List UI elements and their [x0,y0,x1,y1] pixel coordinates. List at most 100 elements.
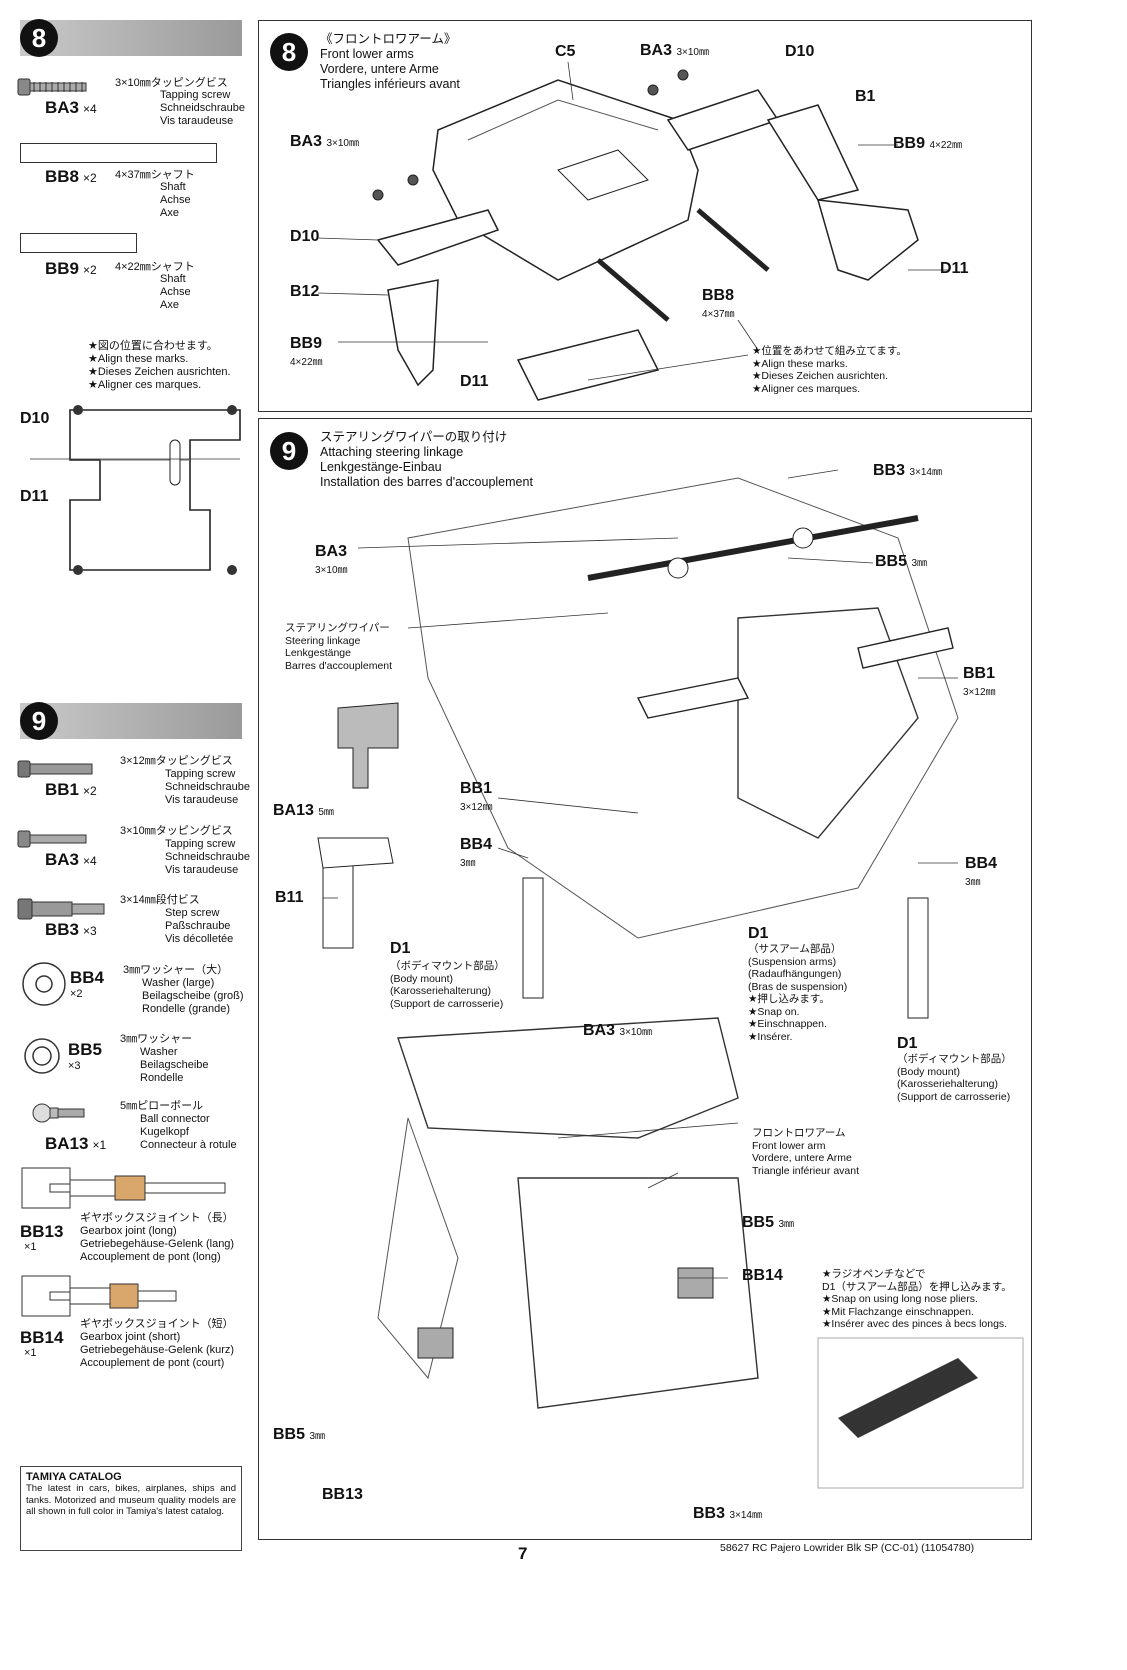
step9-number-badge: 9 [20,702,58,740]
label-d11: D11 [940,260,969,277]
label-bb14: BB14 [742,1267,783,1284]
label-c5: C5 [555,43,576,60]
washer-icon [24,1038,60,1074]
label-bb3: BB3 3×14㎜ [693,1505,762,1522]
part-desc-jp: 3㎜ワッシャー（大） [123,964,229,976]
part-code-bb9: BB9×2 [45,259,97,278]
part-code-bb8: BB8×2 [45,167,97,186]
part-desc-jp: ギヤボックスジョイント（短） [80,1318,234,1330]
part-code-bb3: BB3×3 [45,920,97,939]
gearbox-joint-short-icon [21,1275,177,1317]
label-bb3: BB3 3×14㎜ [873,462,942,479]
label-b1: B1 [855,88,876,105]
part-code-bb13: BB13 [20,1222,64,1241]
label-ba3: BA3 3×10㎜ [583,1022,652,1039]
steering-linkage-diagram [317,469,1024,1489]
align-note: ★位置をあわせて組み立てます。★Align these marks.★Diese… [752,345,907,395]
label-ba3: BA3 3×10㎜ [290,133,359,150]
part-qty: ×1 [24,1241,37,1253]
screw-icon [17,760,93,778]
part-desc-ml: Washer (large)Beilagscheibe (groß)Rondel… [142,977,244,1015]
screw-icon [17,78,87,96]
label-d1: D1 [390,940,411,957]
part-desc-jp: 4×37㎜シャフト [115,169,195,181]
label-bb5: BB5 3㎜ [742,1214,795,1231]
body-mount-note: （ボディマウント部品）(Body mount)(Karosseriehalter… [897,1053,1012,1103]
part-code-ba13: BA13×1 [45,1134,107,1153]
label-d11: D11 [460,373,489,390]
label-d1: D1 [748,925,769,942]
screw-icon [17,830,87,848]
part-desc-jp: 5㎜ピローボール [120,1100,204,1112]
body-mount-note: （ボディマウント部品）(Body mount)(Karosseriehalter… [390,960,505,1010]
step8-frame [258,20,1032,412]
front-lower-arms-diagram [317,61,948,401]
shaft-icon [20,233,137,253]
label-d10: D10 [785,43,815,60]
arm-detail-diagram [30,405,241,575]
label-bb13: BB13 [322,1486,363,1503]
part-desc-jp: 3×10㎜タッピングビス [115,77,228,89]
part-desc-jp: 3×10㎜タッピングビス [120,825,233,837]
ball-connector-icon [32,1103,85,1123]
gearbox-joint-long-icon [21,1167,226,1209]
label-d10: D10 [290,228,320,245]
part-desc-ml: Gearbox joint (long)Getriebegehäuse-Gele… [80,1225,235,1263]
step-screw-icon [17,898,105,920]
part-desc-jp: ギヤボックスジョイント（長） [80,1212,234,1224]
step9-frame [258,418,1032,1540]
part-desc-jp: 3㎜ワッシャー [120,1033,193,1045]
part-code-bb14: BB14 [20,1328,64,1347]
label-d10: D10 [20,410,50,427]
label-bb5: BB5 3㎜ [875,553,928,570]
label-bb5: BB5 3㎜ [273,1426,326,1443]
label-b11: B11 [275,889,304,906]
step8-number-badge: 8 [20,19,58,57]
suspension-note: （サスアーム部品）(Suspension arms)(Radaufhängung… [748,943,848,1043]
catalog-title: TAMIYA CATALOG [26,1471,122,1483]
page-number: 7 [518,1544,528,1563]
label-ba3: BA3 3×10㎜ [640,42,709,59]
step9-number-badge: 9 [270,432,308,470]
part-code-ba3: BA3×4 [45,98,97,117]
part-qty: ×3 [68,1060,81,1072]
part-desc-jp: 3×12㎜タッピングビス [120,755,233,767]
part-desc-ml: Gearbox joint (short)Getriebegehäuse-Gel… [80,1331,235,1369]
label-d11: D11 [20,488,49,505]
part-code-ba3: BA3×4 [45,850,97,869]
catalog-box: TAMIYA CATALOG The latest in cars, bikes… [20,1466,242,1551]
shaft-icon [20,143,217,163]
catalog-text: The latest in cars, bikes, airplanes, sh… [26,1483,236,1517]
part-desc-jp: 3×14㎜段付ビス [120,894,200,906]
step8-number-badge: 8 [270,33,308,71]
part-qty: ×2 [70,988,83,1000]
part-code-bb5: BB5 [68,1040,103,1059]
label-b12: B12 [290,283,320,300]
align-note: ★図の位置に合わせます。★Align these marks.★Dieses Z… [88,340,231,391]
label-ba13: BA13 5㎜ [273,802,334,819]
part-desc-jp: 4×22㎜シャフト [115,261,195,273]
part-code-bb1: BB1×2 [45,780,97,799]
label-bb9: BB9 4×22㎜ [893,135,962,152]
washer-large-icon [22,962,66,1006]
label-d1: D1 [897,1035,918,1052]
